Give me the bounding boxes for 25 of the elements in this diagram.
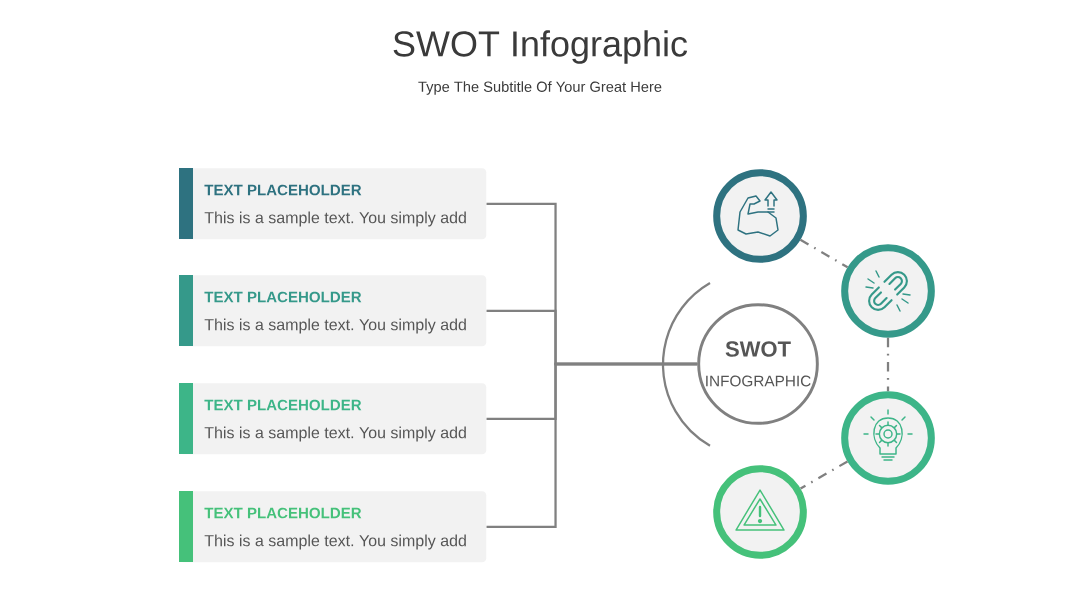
icon-circle (841, 391, 935, 485)
box-heading: TEXT PLACEHOLDER (204, 507, 362, 519)
connector-line (486, 362, 698, 528)
center-subtitle: INFOGRAPHIC (706, 375, 811, 387)
dashed-connector (886, 337, 890, 392)
box-body: This is a sample text. You simply add (204, 426, 466, 442)
title: SWOT Infographic (393, 30, 688, 64)
dashed-connector (799, 238, 849, 269)
box-heading: TEXT PLACEHOLDER (204, 399, 362, 411)
icon-circle (841, 244, 935, 338)
box-heading: TEXT PLACEHOLDER (204, 291, 362, 303)
text-card (179, 491, 487, 563)
dashed-connector (800, 460, 849, 490)
text-card (179, 168, 487, 240)
icon-circle (713, 169, 807, 263)
box-heading: TEXT PLACEHOLDER (204, 184, 362, 196)
subtitle: Type The Subtitle Of Your Great Here (418, 81, 662, 95)
center-circle (697, 303, 819, 425)
text-card (179, 275, 487, 347)
box-body: This is a sample text. You simply add (204, 534, 466, 550)
text-card (179, 383, 487, 455)
icon-circle (713, 465, 807, 559)
center-title: SWOT (725, 341, 791, 357)
box-body: This is a sample text. You simply add (204, 318, 466, 334)
box-body: This is a sample text. You simply add (204, 211, 466, 227)
